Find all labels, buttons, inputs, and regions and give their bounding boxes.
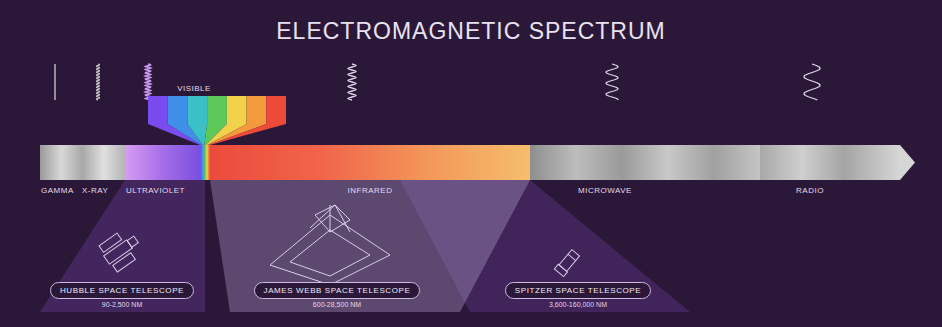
visible-fan-strip [209,96,286,145]
visible-band [200,145,210,180]
hubble-range [40,180,205,312]
infrared-band [210,145,530,180]
telescope-name: HUBBLE SPACE TELESCOPE [50,282,194,299]
radio-band [760,145,900,180]
microwave-band [530,145,760,180]
band-label: MICROWAVE [578,186,632,195]
webb-icon [270,205,390,285]
telescope-name: JAMES WEBB SPACE TELESCOPE [254,282,421,299]
uv-band [125,145,200,180]
wave-icon [348,64,356,100]
wave-icon [54,64,55,100]
gamma-xray-band [40,145,125,180]
visible-fan-strip [207,96,266,145]
telescope-pill: JAMES WEBB SPACE TELESCOPE 600-28,500 NM [254,282,421,308]
wavelength-range: 3,600-160,000 NM [505,301,651,308]
wavelength-range: 600-28,500 NM [254,301,421,308]
band-label: GAMMA [41,186,74,195]
visible-fan-strip [187,96,207,145]
telescope-pill: HUBBLE SPACE TELESCOPE 90-2,500 NM [50,282,194,308]
wave-icon [145,64,151,100]
band-label: ULTRAVIOLET [126,186,185,195]
diagram-title: ELECTROMAGNETIC SPECTRUM [276,18,665,45]
band-label: RADIO [796,186,824,195]
telescope-name: SPITZER SPACE TELESCOPE [505,282,651,299]
band-label: X-RAY [82,186,108,195]
wave-icon [804,64,820,100]
hubble-icon [97,226,145,273]
spitzer-icon [554,249,580,277]
band-arrow-tip [900,145,915,180]
band-label: INFRARED [348,186,393,195]
telescope-pill: SPITZER SPACE TELESCOPE 3,600-160,000 NM [505,282,651,308]
band-label: VISIBLE [177,84,211,93]
wavelength-range: 90-2,500 NM [50,301,194,308]
webb-range [210,180,530,312]
wave-icon [97,64,100,100]
wave-icon [606,64,618,100]
